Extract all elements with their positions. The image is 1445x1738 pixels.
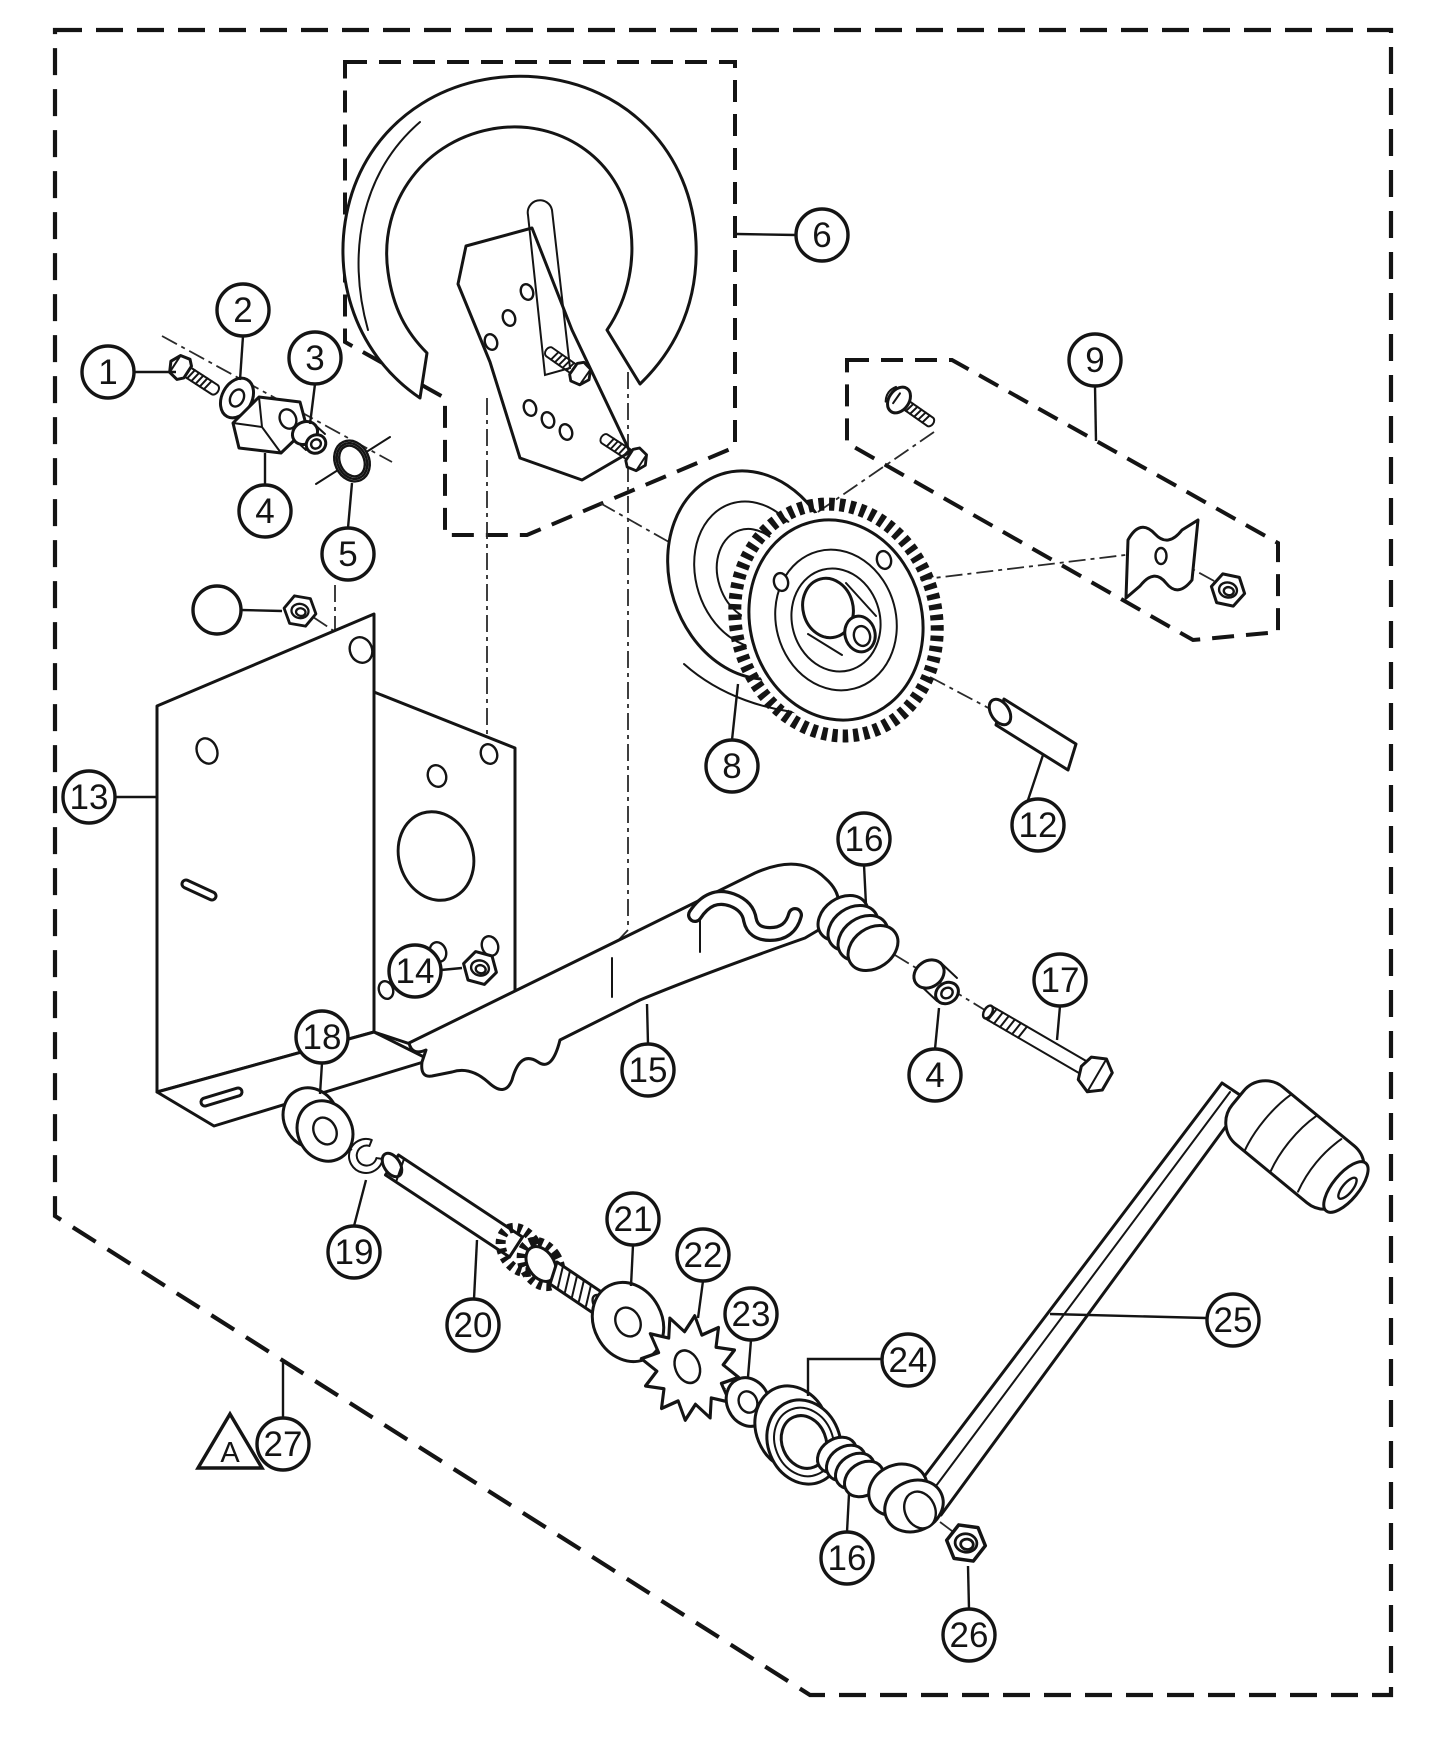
callout-19: 19 [326,1224,382,1280]
svg-text:16: 16 [845,820,884,859]
callout-4b: 4 [907,1047,963,1103]
part-spacer-bushing [912,958,960,1006]
callout-27: 27 [255,1416,311,1472]
svg-text:24: 24 [889,1341,928,1380]
part-crank-handle-25 [867,1079,1370,1534]
callout-1: 1 [80,344,136,400]
callout-balloons: 1 2 3 4 5 6 8 9 [61,207,1261,1663]
callout-12: 12 [1010,797,1066,853]
svg-text:20: 20 [454,1306,493,1345]
callout-21: 21 [605,1191,661,1247]
callout-25: 25 [1205,1292,1261,1348]
part-flanged-washer-18 [281,1086,355,1163]
svg-text:21: 21 [614,1200,653,1239]
bracket-nut [280,593,320,629]
callout-15: 15 [620,1042,676,1098]
part-shaft-pin [987,697,1078,772]
callout-5: 5 [320,526,376,582]
svg-text:4: 4 [925,1056,944,1095]
callout-9: 9 [1067,332,1123,388]
svg-text:19: 19 [335,1233,374,1272]
svg-text:6: 6 [812,216,831,255]
part-mounting-bracket [155,612,517,1128]
part-cover-guard [341,74,698,482]
callout-26: 26 [941,1607,997,1663]
callout-18: 18 [294,1009,350,1065]
callout-13: 13 [61,769,117,825]
callout-23: 23 [723,1286,779,1342]
outer-dashed-border [52,27,1394,1698]
guard-group-dashed-box [343,60,737,537]
svg-text:16: 16 [828,1539,867,1578]
callout-3: 3 [287,330,343,386]
svg-text:23: 23 [732,1295,771,1334]
svg-text:2: 2 [233,291,252,330]
callout-4: 4 [237,483,293,539]
callout-blank [191,584,243,636]
svg-text:12: 12 [1019,806,1058,845]
callout-leaders [115,232,1207,1610]
part-retaining-ring-5 [333,439,371,483]
svg-text:9: 9 [1085,341,1104,380]
guard-bracket-plate [456,226,632,482]
part-bolt-1 [168,354,220,396]
svg-text:8: 8 [722,747,741,786]
part-pinion-shaft-20 [380,1151,609,1317]
part-bushing-3 [290,419,328,455]
part-clip-group [884,385,1250,610]
part-ratchet-gear [666,469,944,743]
svg-text:4: 4 [255,492,274,531]
svg-text:26: 26 [950,1616,989,1655]
svg-text:22: 22 [684,1236,723,1275]
svg-text:17: 17 [1041,961,1080,1000]
callout-24: 24 [880,1332,936,1388]
svg-text:13: 13 [70,778,109,817]
part-e-clip-19 [348,1138,384,1174]
part-sprocket-22 [639,1314,741,1422]
svg-text:18: 18 [303,1018,342,1057]
svg-text:A: A [220,1437,240,1469]
svg-text:1: 1 [98,353,117,392]
callout-14: 14 [387,943,443,999]
callout-16-lower: 16 [819,1530,875,1586]
part-ratchet-cup-24 [753,1384,843,1486]
clip-screw [884,385,936,428]
callout-20: 20 [445,1297,501,1353]
svg-text:5: 5 [338,535,357,574]
part-handle-nut-26 [944,1523,988,1563]
callout-6: 6 [794,207,850,263]
callout-17: 17 [1032,952,1088,1008]
callout-16-upper: 16 [836,811,892,867]
callout-22: 22 [675,1227,731,1283]
part-pawl-lever [407,862,841,1091]
callout-8: 8 [704,738,760,794]
part-flat-washer-21 [590,1280,666,1364]
svg-text:25: 25 [1214,1301,1253,1340]
svg-text:27: 27 [264,1425,303,1464]
revision-triangle-a: A [195,1410,265,1470]
callout-2: 2 [215,282,271,338]
part-pawl-spring-upper [816,893,900,973]
clip-nut [1206,570,1250,610]
part-pivot-bolt [981,1004,1114,1094]
svg-text:3: 3 [305,339,324,378]
clip-group-dashed-box [845,358,1280,643]
svg-text:15: 15 [629,1051,668,1090]
svg-text:14: 14 [396,952,435,991]
